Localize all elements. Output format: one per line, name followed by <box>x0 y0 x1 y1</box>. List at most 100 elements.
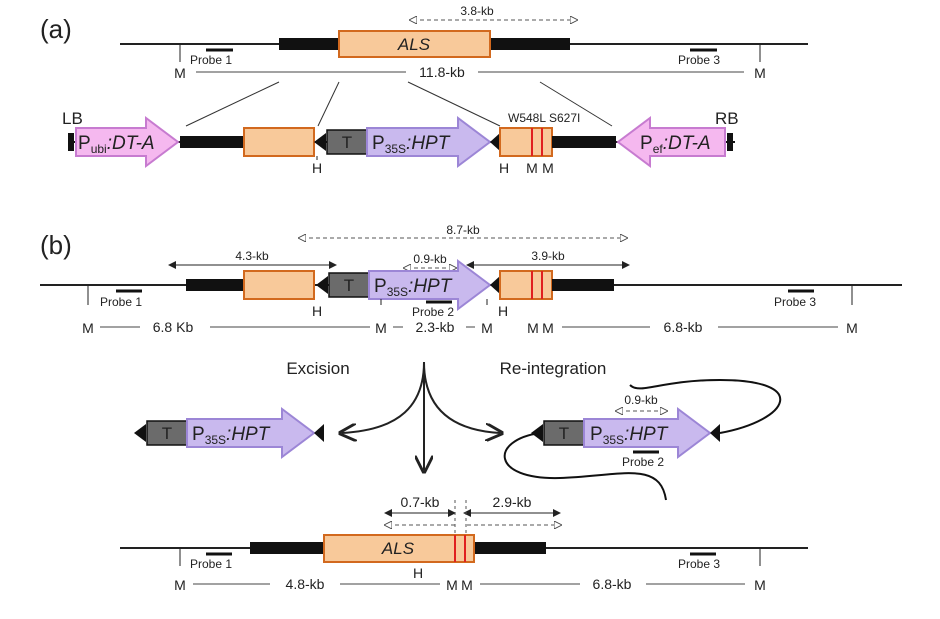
terminator-label-b: T <box>344 276 354 295</box>
probe2b-label: Probe 2 <box>622 455 664 469</box>
probe1-label-c: Probe 1 <box>190 557 232 571</box>
excision-label: Excision <box>286 359 349 378</box>
dist-87-label: 8.7-kb <box>446 223 480 237</box>
reint-terminator-label: T <box>559 424 569 443</box>
pef-dta-label: Pef:DT-A <box>640 133 711 156</box>
proj-line-1 <box>185 81 280 127</box>
excised-hpt-arrow <box>186 407 316 459</box>
dist-09b-label: 0.9-kb <box>624 393 658 407</box>
dist-43-label: 4.3-kb <box>235 249 269 263</box>
panel-a: (a) 3.8-kb ALS Probe 1 Probe 3 M M 11.8-… <box>40 4 808 176</box>
m-label-6-b: M <box>846 320 858 336</box>
dist-07-label: 0.7-kb <box>401 494 440 510</box>
dist-09-label: 0.9-kb <box>413 252 447 266</box>
excised-end-right <box>314 424 324 442</box>
als-gene-box-c <box>323 534 475 563</box>
proj-line-2 <box>317 81 340 127</box>
als-gene-box-a <box>338 30 491 58</box>
proj-line-4 <box>539 81 613 127</box>
rb-label: RB <box>715 109 739 128</box>
m-label-4-b: M <box>527 320 539 336</box>
reintegration-dna-curve <box>503 432 667 501</box>
m-label-4-c: M <box>754 577 766 593</box>
mutation-label-2: S627I <box>549 111 580 125</box>
lb-border <box>68 133 74 151</box>
d48-label: 4.8-kb <box>286 576 325 592</box>
h-label-left-a: H <box>312 160 322 176</box>
panel-b: (b) 8.7-kb 4.3-kb 0.9-kb 3.9-kb T P35S:H… <box>40 223 902 593</box>
proj-line-3 <box>407 81 501 127</box>
reint-terminator <box>543 420 585 446</box>
excised-end-left <box>134 424 146 442</box>
pef-dta-arrow <box>616 116 726 168</box>
excised-terminator-label: T <box>162 424 172 443</box>
probe3-label-b: Probe 3 <box>774 295 816 309</box>
m-label-mut2-a: M <box>542 160 554 176</box>
reint-hpt-arrow <box>583 407 712 459</box>
probe3-label-a: Probe 3 <box>678 53 720 67</box>
flank-right-construct <box>552 136 616 148</box>
m-label-3-c: M <box>461 577 473 593</box>
panel-b-label: (b) <box>40 230 72 260</box>
dist-39-label: 3.9-kb <box>531 249 565 263</box>
d68c-label: 6.8-kb <box>593 576 632 592</box>
probe1-label-a: Probe 1 <box>190 53 232 67</box>
te-end-right <box>490 133 500 151</box>
terminator-box-b <box>328 272 370 298</box>
flank-left-a <box>279 38 339 50</box>
m-label-3-b: M <box>481 320 493 336</box>
h-label-2-b: H <box>498 303 508 319</box>
d68a-label: 6.8 Kb <box>153 319 194 335</box>
dist-29-label: 2.9-kb <box>493 494 532 510</box>
flank-right-a <box>490 38 570 50</box>
probe1-label-b: Probe 1 <box>100 295 142 309</box>
m-label-mut1-a: M <box>526 160 538 176</box>
m-label-right-a: M <box>754 65 766 81</box>
homology-right-b <box>499 270 553 300</box>
panel-a-label: (a) <box>40 14 72 44</box>
p35s-hpt-label-b: P35S:HPT <box>374 276 453 299</box>
flank-left-construct <box>180 136 244 148</box>
reint-end-right <box>710 424 720 442</box>
m-label-2-c: M <box>446 577 458 593</box>
h-label-c: H <box>413 565 423 581</box>
p35s-hpt-label: P35S:HPT <box>372 133 451 156</box>
flank-left-c <box>250 542 324 554</box>
flank-right-c <box>474 542 546 554</box>
probe3-label-c: Probe 3 <box>678 557 720 571</box>
h-label-right-a: H <box>499 160 509 176</box>
te-end-left <box>314 133 326 151</box>
h-label-1-b: H <box>312 303 322 319</box>
reint-hpt-label: P35S:HPT <box>590 424 669 447</box>
m-label-left-a: M <box>174 65 186 81</box>
reint-end-left <box>531 424 543 442</box>
homology-left-b <box>243 270 315 300</box>
m-label-1-b: M <box>82 320 94 336</box>
arrow-excision <box>342 361 425 433</box>
m-label-1-c: M <box>174 577 186 593</box>
p35s-hpt-arrow <box>366 116 492 168</box>
rb-border <box>727 133 733 151</box>
pubi-dta-arrow <box>75 116 180 168</box>
reintegration-dna-curve-right <box>629 378 782 434</box>
homology-left-box <box>243 127 315 157</box>
reintegration-label: Re-integration <box>500 359 607 378</box>
p35s-hpt-arrow-b <box>368 259 492 311</box>
dist-main-label: 11.8-kb <box>419 64 465 80</box>
terminator-label: T <box>342 133 352 152</box>
flank-right-b <box>552 279 614 291</box>
mutation-label-1: W548L <box>508 111 546 125</box>
pubi-dta-label: Pubi:DT-A <box>78 133 155 156</box>
arrow-reintegration <box>423 361 500 433</box>
flank-left-b <box>186 279 244 291</box>
m-label-5-b: M <box>542 320 554 336</box>
te-end-left-b <box>316 276 328 294</box>
d23-label: 2.3-kb <box>416 319 455 335</box>
m-label-2-b: M <box>375 320 387 336</box>
probe2-label-b: Probe 2 <box>412 305 454 319</box>
homology-right-box <box>499 127 553 157</box>
dist-top-label: 3.8-kb <box>460 4 494 18</box>
d68b-label: 6.8-kb <box>664 319 703 335</box>
excised-hpt-label: P35S:HPT <box>192 424 271 447</box>
